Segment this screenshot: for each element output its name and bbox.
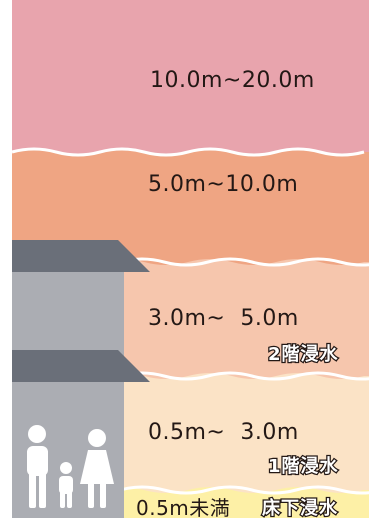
band-10-20m bbox=[12, 0, 369, 158]
adult-woman-icon bbox=[80, 429, 114, 508]
wave-line bbox=[11, 147, 365, 157]
depth-label-10-20m: 10.0m~20.0m bbox=[150, 68, 315, 93]
band-5-10m bbox=[12, 149, 369, 268]
house-floor-eave bbox=[12, 350, 150, 382]
wave-line bbox=[119, 371, 369, 381]
wave-line bbox=[119, 485, 369, 495]
first-floor-flooding-label: 1階浸水 bbox=[267, 455, 339, 479]
second-floor-flooding-label: 2階浸水 bbox=[267, 343, 339, 367]
child-icon bbox=[59, 462, 73, 508]
adult-man-icon bbox=[27, 425, 48, 508]
depth-label-under-0.5m: 0.5m未満 bbox=[136, 496, 231, 520]
depth-label-3-5m: 3.0m~ 5.0m bbox=[148, 306, 299, 331]
depth-label-5-10m: 5.0m~10.0m bbox=[148, 172, 299, 197]
depth-label-0.5-3m: 0.5m~ 3.0m bbox=[148, 420, 299, 445]
wave-line bbox=[119, 257, 369, 267]
below-floor-flooding-label: 床下浸水 bbox=[261, 497, 339, 521]
family-people-icon bbox=[27, 425, 114, 508]
house-roof bbox=[12, 240, 150, 272]
wave-lines bbox=[11, 147, 369, 495]
house-upper-wall bbox=[12, 272, 124, 360]
